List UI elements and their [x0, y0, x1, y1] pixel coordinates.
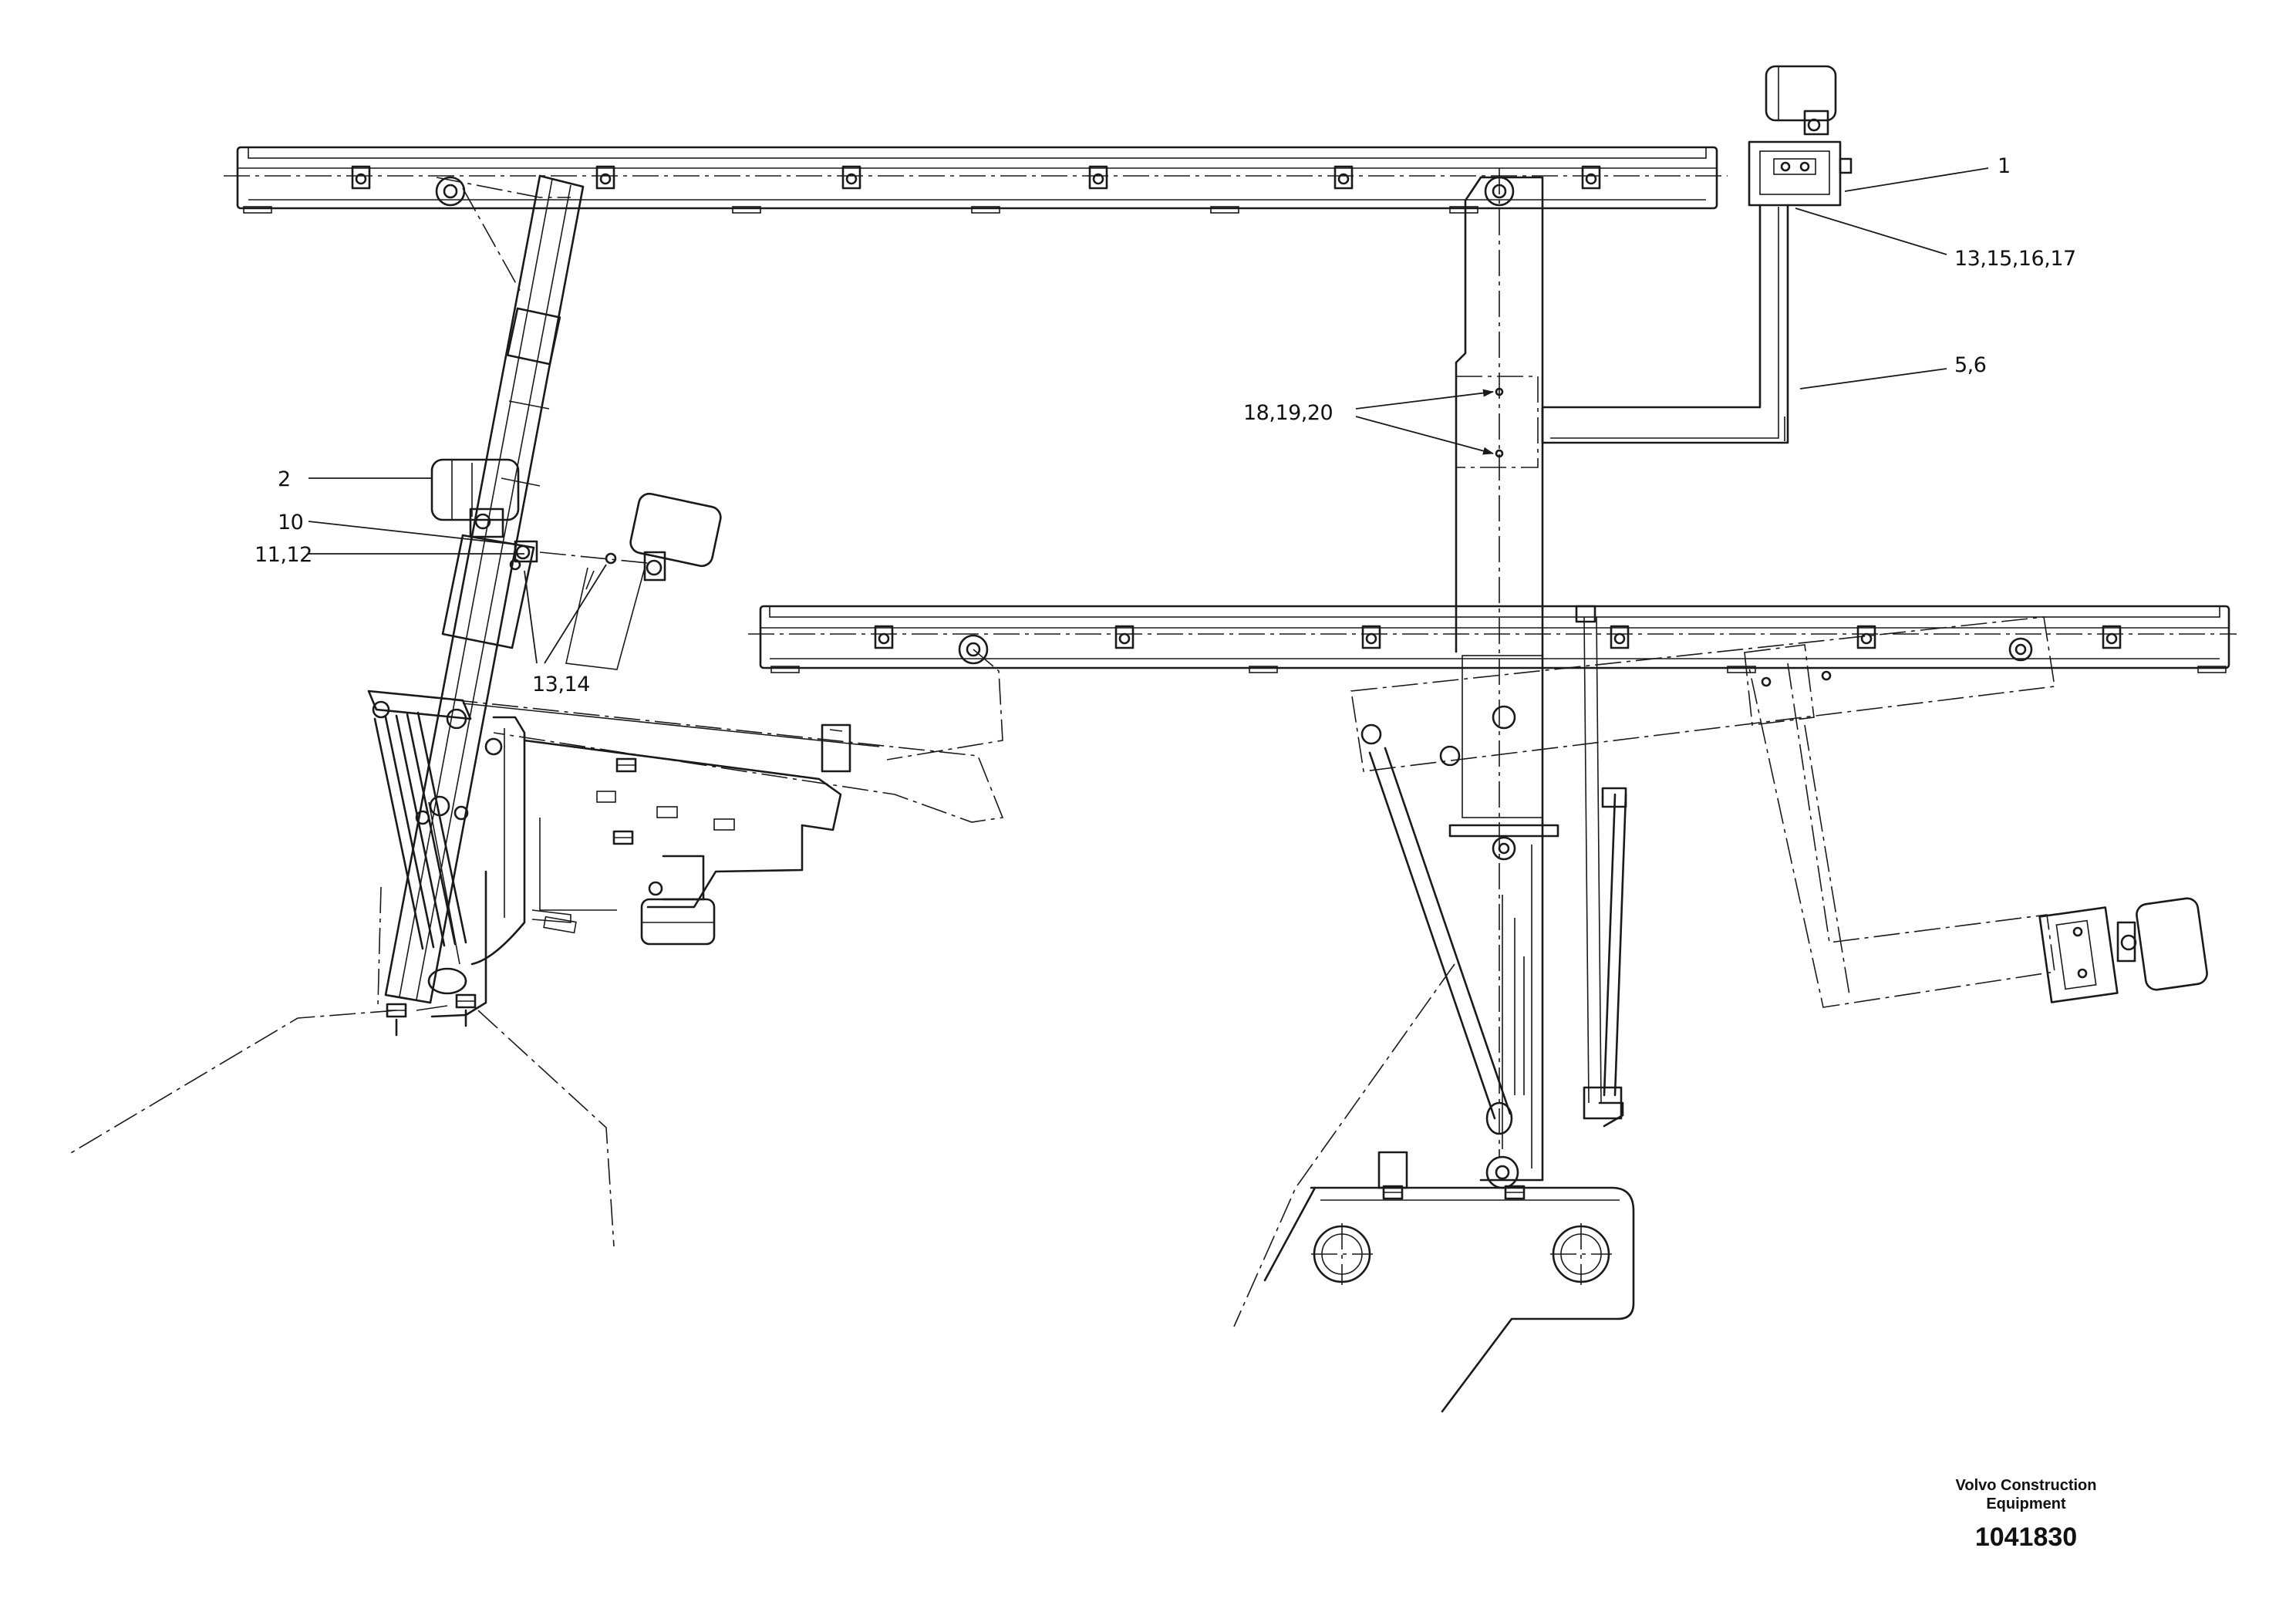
callout-5-6: 5,6	[1954, 353, 1986, 377]
callout-1: 1	[1998, 154, 2011, 178]
right-spring-link	[1368, 747, 1519, 1189]
upper-rail	[224, 146, 1728, 214]
maker-line-1: Volvo Construction	[1956, 1477, 2097, 1494]
left-folding-arm	[384, 174, 585, 1004]
left-lamp-bracket	[441, 534, 538, 649]
maker-line-2: Equipment	[1986, 1496, 2066, 1512]
left-hinge-base	[69, 870, 615, 1247]
left-lower-lamp	[640, 855, 716, 946]
callout-13-14: 13,14	[532, 673, 590, 696]
center-post	[1448, 168, 1559, 1182]
left-spring-pack	[367, 690, 472, 995]
right-gas-strut	[1514, 605, 1627, 1128]
lamp-bracket-arm	[1541, 204, 1789, 444]
document-number: 1041830	[1975, 1523, 2077, 1552]
callout-18-19-20: 18,19,20	[1243, 401, 1333, 425]
callout-2: 2	[278, 467, 291, 491]
callout-labels: 1 13,15,16,17 5,6 18,19,20 2 10 11,12 13…	[255, 154, 2076, 696]
top-work-lamp	[1748, 65, 1853, 207]
lower-rail-clips	[874, 625, 2122, 649]
callout-10: 10	[278, 511, 303, 534]
title-block: Volvo Construction Equipment 1041830	[1956, 1477, 2097, 1552]
left-mounting-bracket	[470, 716, 842, 966]
left-swung-arm	[369, 690, 1004, 823]
lower-rail	[748, 605, 2237, 760]
left-swung-lamp	[539, 492, 722, 670]
swung-lamp-bracket	[1748, 663, 2208, 1008]
leader-lines	[308, 167, 1989, 664]
left-work-lamp	[430, 458, 520, 538]
right-base-plate	[1233, 963, 1635, 1413]
callout-13-15-16-17: 13,15,16,17	[1954, 247, 2076, 271]
folded-arm-outline	[1350, 616, 2055, 772]
callout-11-12: 11,12	[255, 543, 312, 567]
